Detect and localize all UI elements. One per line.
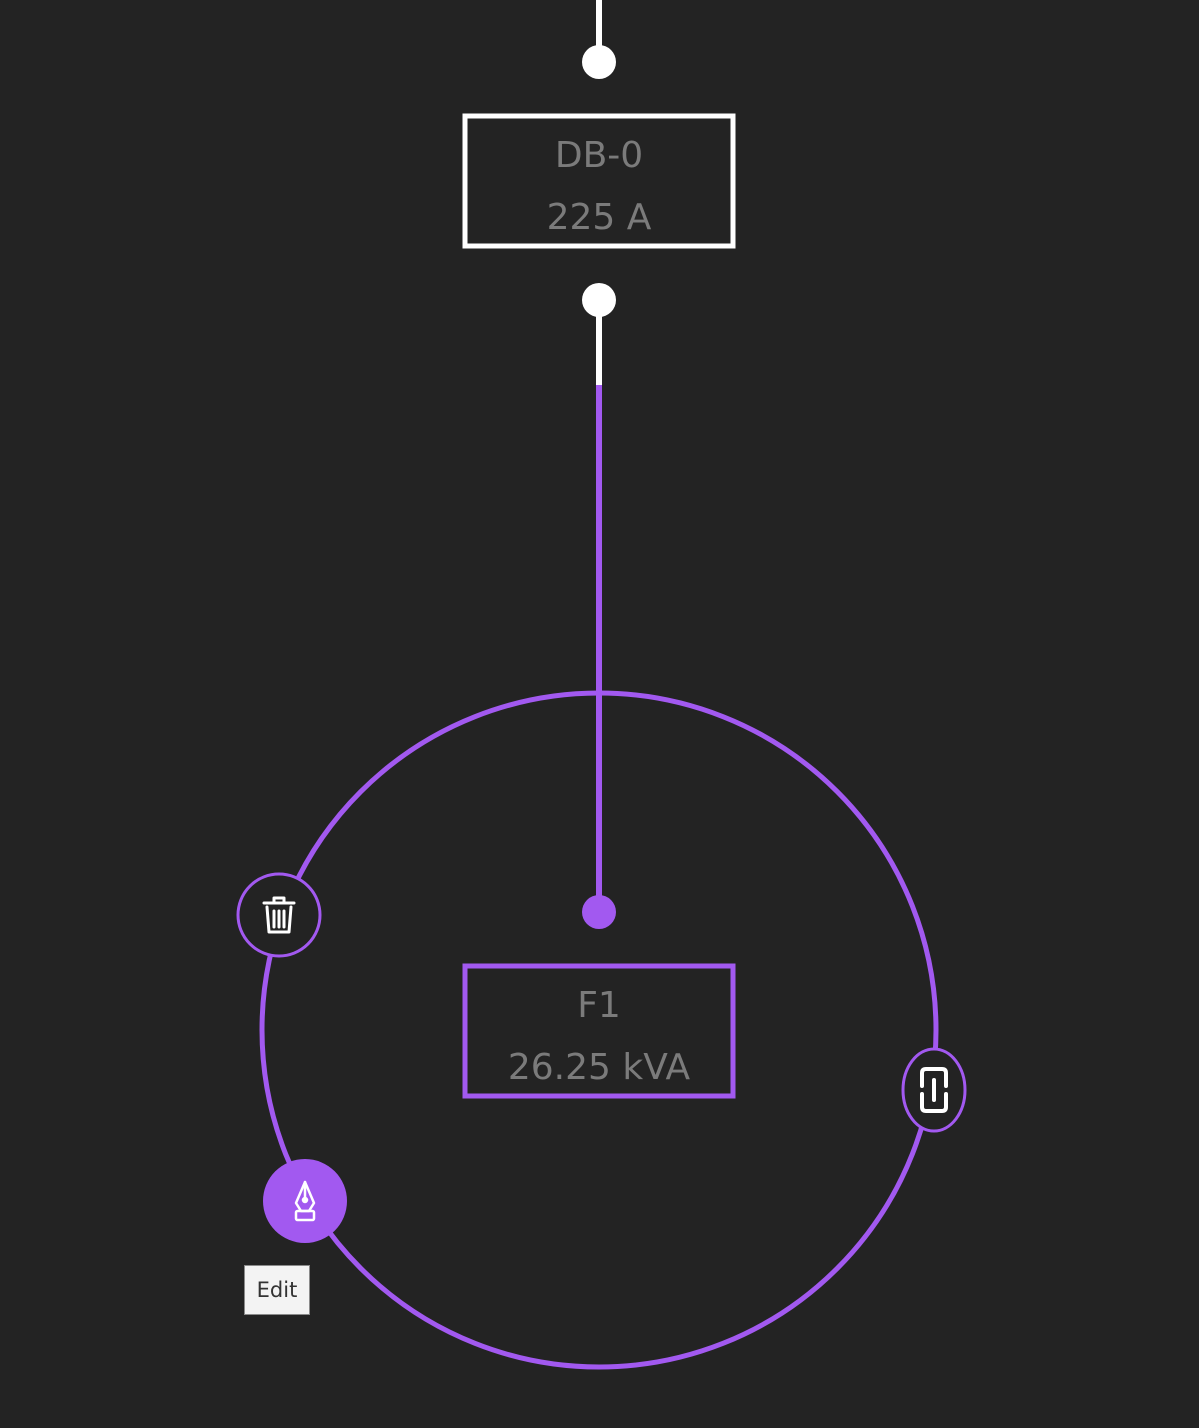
trash-icon — [262, 896, 296, 934]
selected-node[interactable]: F1 26.25 kVA — [462, 963, 736, 1099]
parent-node-name: DB-0 — [555, 135, 643, 176]
selected-node-name: F1 — [577, 985, 621, 1026]
selected-top-connector[interactable] — [582, 895, 616, 929]
selected-node-box[interactable] — [462, 963, 736, 1099]
parent-node-rating: 225 A — [547, 197, 652, 238]
parent-node-box[interactable] — [462, 113, 736, 249]
link-button[interactable] — [901, 1047, 967, 1133]
pen-icon — [294, 1180, 316, 1222]
link-icon — [920, 1067, 948, 1113]
edit-button[interactable] — [263, 1159, 347, 1243]
parent-node[interactable]: DB-0 225 A — [462, 113, 736, 249]
parent-top-connector[interactable] — [582, 45, 616, 79]
selected-node-rating: 26.25 kVA — [508, 1047, 691, 1088]
delete-button[interactable] — [236, 872, 322, 958]
edit-tooltip: Edit — [244, 1265, 310, 1315]
